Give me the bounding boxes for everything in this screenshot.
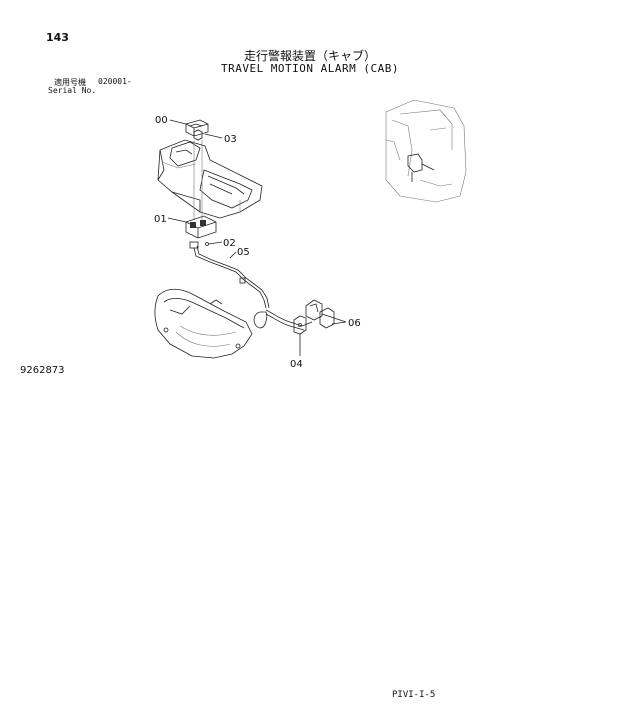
serial-label-english: Serial No. xyxy=(48,86,97,95)
page-number: 143 xyxy=(46,31,69,44)
part-04-bracket xyxy=(293,315,307,335)
callout-04: 04 xyxy=(290,359,303,370)
title-japanese: 走行警報装置（キャブ） xyxy=(243,49,376,63)
part-00-switch xyxy=(185,119,209,137)
part-03-bracket xyxy=(193,129,203,141)
console-box xyxy=(157,139,263,219)
callout-01: 01 xyxy=(154,214,167,225)
callout-00: 00 xyxy=(155,115,168,126)
serial-label-japanese: 適用号機 xyxy=(54,78,86,87)
part-05-harness xyxy=(189,241,313,331)
part-06-clips xyxy=(305,299,335,329)
leader-lines xyxy=(167,119,347,356)
serial-range: 020001- xyxy=(98,77,132,86)
callout-03: 03 xyxy=(224,134,237,145)
footer-page-code: PIVI-I-5 xyxy=(392,690,436,700)
drawing-number: 9262873 xyxy=(20,365,65,376)
part-01-switch-body xyxy=(185,215,217,239)
title-english: TRAVEL MOTION ALARM (CAB) xyxy=(220,62,400,75)
callout-05: 05 xyxy=(237,247,250,258)
cab-inset xyxy=(385,99,467,203)
part-02-screw xyxy=(205,242,209,246)
lower-cover xyxy=(154,288,253,359)
callout-02: 02 xyxy=(223,238,236,249)
callout-06: 06 xyxy=(348,318,361,329)
